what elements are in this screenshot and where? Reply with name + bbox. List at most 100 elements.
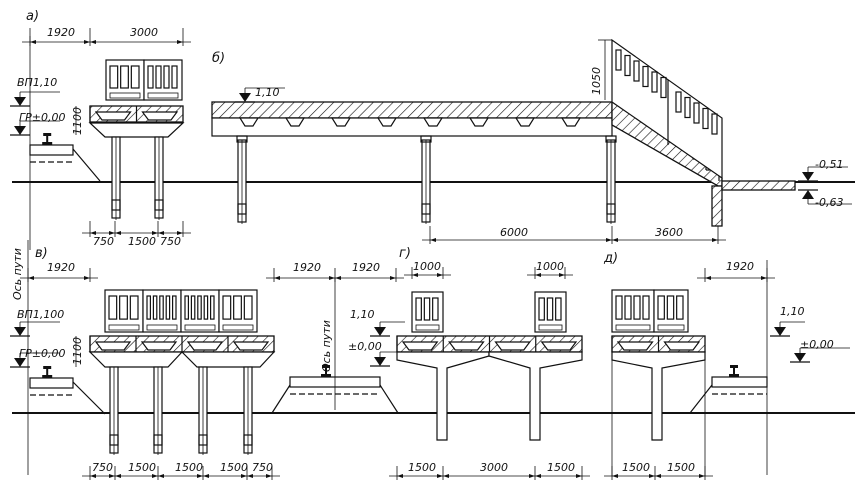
level-b: 1,10 <box>255 86 280 99</box>
t-support <box>396 351 490 441</box>
embankment-slope <box>72 381 106 415</box>
dim-v-1920-2: 1920 <box>293 261 321 274</box>
railing-opening <box>171 65 178 89</box>
dimension-arrow <box>152 474 158 478</box>
level-b-low1: -0,51 <box>815 158 843 171</box>
dim-g-b1: 1500 <box>408 461 436 474</box>
dimension-arrow <box>109 474 115 478</box>
dimension-arrow <box>30 40 36 44</box>
railing-opening <box>130 65 140 89</box>
dimension-arrow <box>612 238 618 242</box>
dim-b-3600: 3600 <box>655 226 683 239</box>
long-slab <box>211 101 613 119</box>
dimension-arrow <box>90 474 96 478</box>
railing-opening <box>676 295 684 320</box>
railing-opening <box>152 295 158 320</box>
dim-g-b2: 3000 <box>480 461 508 474</box>
dim-d-1920: 1920 <box>726 260 754 273</box>
level-marker-icon <box>374 357 386 366</box>
railing-opening <box>546 297 554 321</box>
railing-opening <box>615 49 622 71</box>
dimension-arrow <box>390 276 396 280</box>
dimension-arrow <box>177 40 183 44</box>
bearing <box>236 135 248 143</box>
pier-base <box>154 199 164 219</box>
rail-icon <box>43 366 52 369</box>
railing-opening <box>538 297 545 321</box>
railing-opening <box>163 65 170 89</box>
dimension-arrow <box>612 474 618 478</box>
level-v-right-top: 1,10 <box>350 308 375 321</box>
slab-rib <box>422 117 444 127</box>
railing-opening <box>684 96 691 119</box>
railing-opening <box>109 65 119 89</box>
crossbeam <box>180 351 276 368</box>
dimension-arrow <box>335 276 341 280</box>
pier-base <box>421 203 431 223</box>
railing-opening <box>184 295 190 320</box>
dimension-arrow <box>266 474 272 478</box>
railing-base <box>657 324 685 331</box>
dim-v-b4: 1500 <box>220 461 248 474</box>
railing-opening <box>210 295 215 320</box>
embankment-slope <box>72 148 101 182</box>
dimension-arrow <box>649 474 655 478</box>
railing-opening <box>415 297 422 321</box>
dim-a-3000: 3000 <box>130 26 158 39</box>
level-marker-icon <box>802 172 814 181</box>
dimension-arrow <box>28 276 34 280</box>
dimension-arrow <box>443 474 449 478</box>
dimension-arrow <box>437 273 443 277</box>
dimension-arrow <box>84 40 90 44</box>
embankment-slope <box>379 384 399 414</box>
dimension-arrow <box>712 238 718 242</box>
railing-opening <box>633 60 640 82</box>
dim-g-b3: 1500 <box>547 461 575 474</box>
dim-g-1000-1: 1000 <box>413 260 441 273</box>
drawing-geometry <box>10 28 855 480</box>
dimension-arrow <box>90 231 96 235</box>
railing-base <box>146 324 178 331</box>
pier-base <box>153 434 163 454</box>
railing-opening <box>159 295 164 320</box>
level-a-platform: ВП1,10 <box>17 76 57 89</box>
railing-opening <box>243 295 253 320</box>
dimension-arrow <box>535 474 541 478</box>
dim-v-b5: 750 <box>252 461 273 474</box>
railing-opening <box>203 295 209 320</box>
railing-opening <box>119 295 128 320</box>
rail-icon <box>43 133 52 136</box>
slab-void <box>232 341 270 351</box>
slab-void <box>141 111 179 121</box>
dimension-arrow <box>576 474 582 478</box>
track-sleeper <box>29 144 74 156</box>
dimension-arrow <box>203 474 209 478</box>
pier-base <box>111 199 121 219</box>
t-support <box>488 351 583 441</box>
slab-void <box>401 341 439 351</box>
railing-opening <box>624 295 632 320</box>
railing-base <box>538 324 563 331</box>
pier-base <box>109 434 119 454</box>
level-marker-icon <box>14 97 26 106</box>
axis-v-right: Ось пути <box>320 320 333 372</box>
railing-opening <box>155 65 162 89</box>
slab-void <box>448 341 485 351</box>
railing-opening <box>693 102 700 124</box>
dimension-arrow <box>247 474 253 478</box>
dimension-arrow <box>115 474 121 478</box>
level-marker-icon <box>14 327 26 336</box>
dim-g-1000-2: 1000 <box>536 260 564 273</box>
level-marker-icon <box>14 358 26 367</box>
dimension-arrow <box>109 231 115 235</box>
railing-opening <box>657 295 665 320</box>
dimension-arrow <box>241 474 247 478</box>
railing-base <box>109 92 141 99</box>
railing-opening <box>432 297 439 321</box>
dimension-arrow <box>152 231 158 235</box>
dimension-arrow <box>197 474 203 478</box>
rail-icon <box>322 365 330 368</box>
slab-rib <box>284 117 306 127</box>
railing-opening <box>165 295 171 320</box>
